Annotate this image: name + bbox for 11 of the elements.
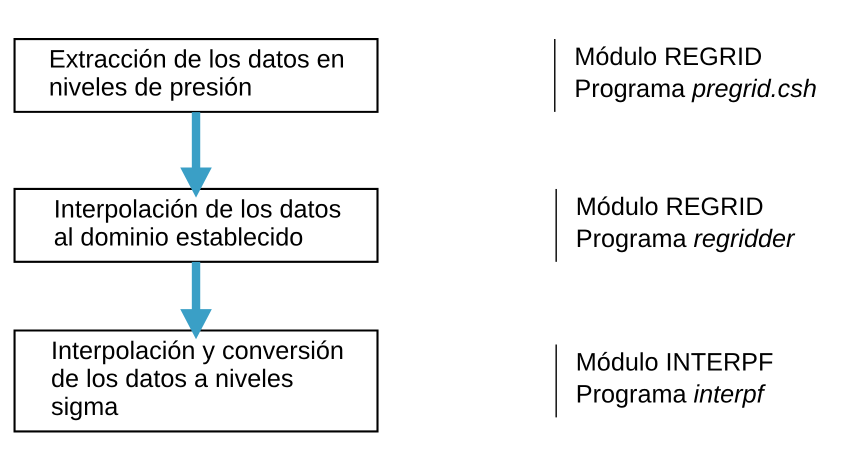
node-label: Módulo REGRID [574, 42, 762, 71]
node-box: Extracción de los datos en niveles de presión [14, 38, 379, 113]
node-label: Módulo REGRID [576, 192, 764, 221]
node-label: Programa pregrid.csh [574, 75, 817, 104]
node-box: Interpolación de los datos al dominio establecido [14, 188, 379, 263]
node-box: Interpolación y conversión de los datos a niveles sigma [14, 329, 379, 432]
node-label: Programa regridder [576, 224, 794, 253]
node-label: Módulo INTERPF [576, 348, 774, 376]
arrow [180, 262, 212, 340]
arrow [180, 112, 212, 198]
node-label: Programa interpf [576, 380, 764, 409]
